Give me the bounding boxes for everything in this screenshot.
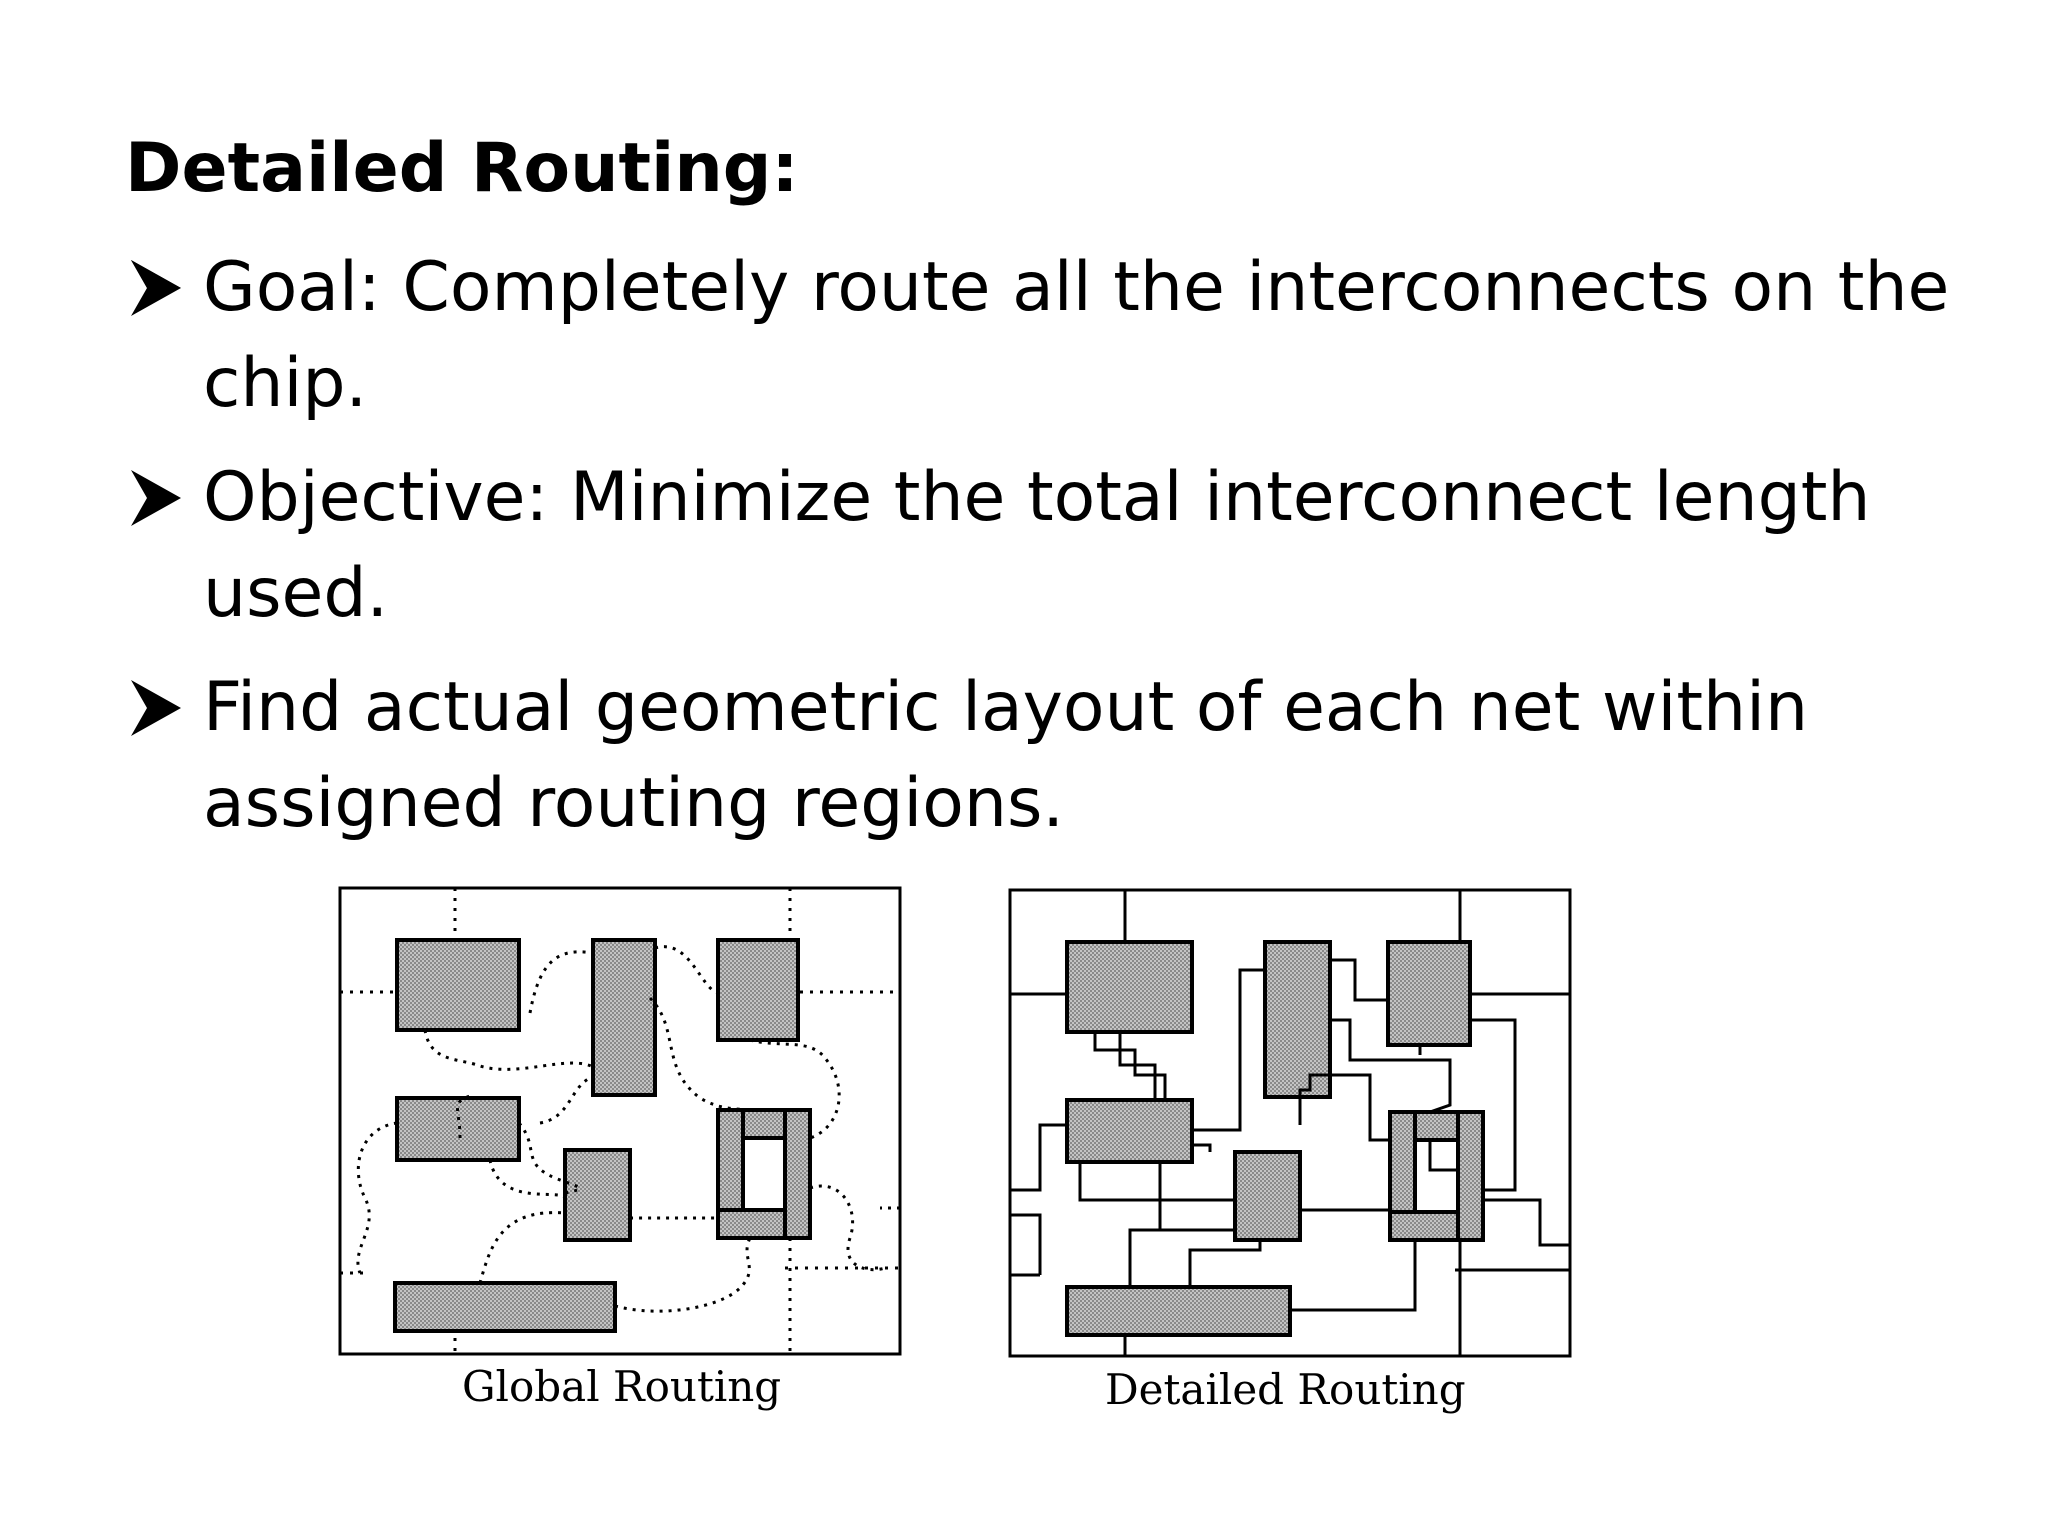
global-region-dividers: [340, 888, 900, 1354]
bullet-text: Objective: Minimize the total interconne…: [203, 458, 1871, 633]
bullet-text: Goal: Completely route all the interconn…: [203, 248, 1950, 423]
arrowhead-bullet-icon: [125, 450, 189, 546]
slide-title: Detailed Routing:: [125, 129, 799, 208]
detailed-routing-caption: Detailed Routing: [1105, 1365, 1466, 1414]
detailed-solid-nets: [1010, 958, 1570, 1312]
bullet-list: Goal: Completely route all the interconn…: [125, 240, 1985, 870]
arrowhead-bullet-icon: [125, 660, 189, 756]
bullet-text: Find actual geometric layout of each net…: [203, 668, 1809, 843]
bullet-item-find-layout: Find actual geometric layout of each net…: [125, 660, 1985, 852]
global-blocks: [393, 938, 812, 1333]
bullet-item-goal: Goal: Completely route all the interconn…: [125, 240, 1985, 432]
global-routing-panel: [338, 886, 902, 1356]
routing-figure: Global Routing Detailed Routing: [330, 878, 1590, 1438]
bullet-item-objective: Objective: Minimize the total interconne…: [125, 450, 1985, 642]
arrowhead-bullet-icon: [125, 240, 189, 336]
detailed-routing-panel: [1008, 888, 1572, 1358]
global-dotted-nets: [356, 945, 900, 1313]
global-routing-caption: Global Routing: [462, 1362, 782, 1411]
detailed-blocks: [1065, 940, 1485, 1337]
